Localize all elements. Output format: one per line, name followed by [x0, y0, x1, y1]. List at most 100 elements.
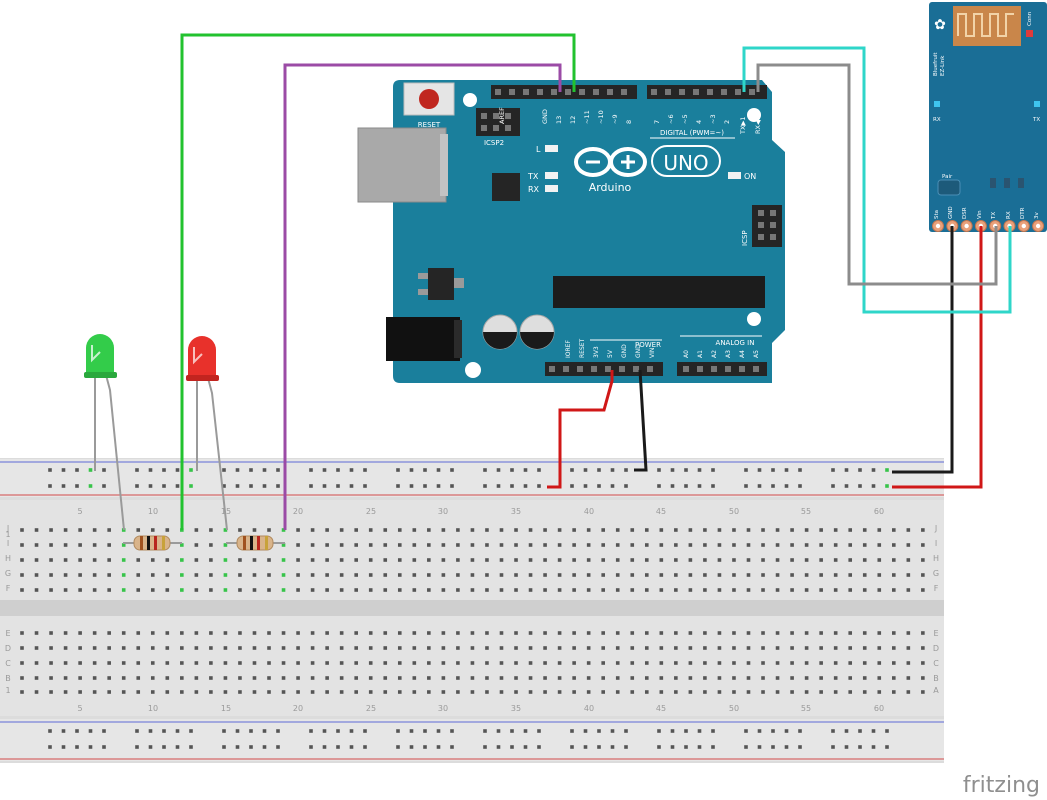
breadboard-hole: [819, 661, 823, 665]
breadboard-hole: [528, 646, 533, 650]
power-rail-hole: [102, 729, 106, 733]
rx-label-module: RX: [933, 117, 941, 123]
breadboard-hole: [514, 661, 518, 665]
power-rail-hole: [784, 729, 789, 733]
breadboard-hole: [703, 573, 707, 577]
power-rail-hole: [349, 745, 354, 749]
power-rail-hole: [309, 484, 313, 488]
power-rail-hole: [336, 745, 340, 749]
power-rail-hole: [657, 729, 661, 733]
breadboard-hole: [456, 573, 460, 577]
power-rail-hole: [757, 729, 762, 733]
regulator-tab: [454, 278, 464, 288]
pin-8-label: 8: [625, 120, 633, 124]
breadboard-hole: [78, 676, 82, 680]
breadboard-hole: [63, 588, 68, 592]
breadboard-hole: [630, 573, 635, 577]
breadboard-hole: [499, 558, 504, 562]
breadboard-hole: [528, 631, 533, 635]
tx-label-module: TX: [1032, 117, 1040, 123]
bt-pin-sta-label: Sta: [934, 210, 940, 219]
breadboard-hole: [862, 631, 867, 635]
breadboard-hole: [921, 543, 925, 547]
power-rail-hole: [409, 484, 414, 488]
power-rail-hole: [510, 468, 514, 472]
bt-pin-hole: [1021, 223, 1026, 229]
power-rail-hole: [336, 484, 340, 488]
icsp2-pin-hole: [481, 113, 487, 119]
breadboard-hole: [296, 676, 300, 680]
breadboard-hole: [281, 588, 286, 592]
power-rail-hole: [322, 468, 327, 472]
on-led: [728, 172, 741, 179]
breadboard-hole: [427, 543, 431, 547]
breadboard-hole: [92, 573, 97, 577]
breadboard-hole: [499, 690, 504, 694]
led-red-rim: [186, 375, 219, 381]
power-rail-hole: [102, 468, 106, 472]
breadboard-hole: [862, 661, 867, 665]
power-rail-hole: [423, 468, 427, 472]
breadboard-hole: [572, 558, 576, 562]
pin-11-label: ~11: [583, 110, 591, 124]
breadboard-hole: [63, 676, 68, 680]
power-rail-hole: [88, 484, 93, 488]
breadboard-hole: [528, 588, 533, 592]
led-green-anode-leg: [105, 374, 125, 531]
breadboard-hole: [892, 588, 896, 592]
breadboard-hole: [354, 646, 358, 650]
power-rail-hole: [75, 468, 79, 472]
breadboard-hole: [572, 646, 576, 650]
bb-row-i-right: I: [935, 539, 937, 548]
breadboard-hole: [557, 558, 562, 562]
power-rail-hole: [88, 729, 93, 733]
breadboard-hole: [906, 646, 911, 650]
bb-col-10-top: 10: [148, 507, 158, 516]
logo-plus-v: [626, 155, 630, 169]
bb-row-d-right: D: [933, 644, 939, 653]
breadboard-hole: [136, 646, 141, 650]
breadboard-hole: [804, 661, 809, 665]
breadboard-hole: [572, 690, 576, 694]
bb-col-15-top: 15: [221, 507, 231, 516]
power-rail-hole: [523, 468, 528, 472]
breadboard-hole: [615, 646, 620, 650]
pair-button[interactable]: [937, 179, 961, 196]
breadboard-hole: [848, 631, 853, 635]
icsp2-header: [476, 108, 520, 136]
breadboard-hole: [78, 573, 82, 577]
bb-col-45-top: 45: [656, 507, 666, 516]
breadboard-hole: [34, 676, 39, 680]
breadboard-hole: [790, 573, 794, 577]
breadboard-hole: [630, 588, 635, 592]
breadboard-hole: [107, 573, 111, 577]
resistor-2-band-1: [243, 536, 246, 550]
breadboard-hole: [688, 573, 693, 577]
wire-red-5v: [547, 370, 614, 489]
breadboard-hole: [427, 588, 431, 592]
breadboard-hole: [761, 646, 765, 650]
power-rail-hole: [148, 468, 153, 472]
usb-connector-lip: [440, 134, 448, 196]
power-rail-hole: [771, 468, 775, 472]
digital-pin-labels: AREF GND 13 12 ~11 ~10 ~9 8 7 ~6 ~5 4 ~3…: [498, 107, 762, 135]
breadboard-hole: [296, 661, 300, 665]
breadboard-hole: [92, 588, 97, 592]
breadboard-hole: [368, 558, 373, 562]
breadboard-hole: [165, 631, 170, 635]
power-rail-hole: [885, 484, 889, 488]
breadboard-hole: [121, 558, 126, 562]
breadboard-hole: [790, 646, 794, 650]
breadboard-hole: [630, 528, 635, 532]
breadboard-hole: [78, 543, 82, 547]
pin-7-label: 7: [653, 120, 661, 124]
conn-label: Conn: [1027, 11, 1033, 26]
power-rail-hole: [583, 729, 588, 733]
icsp2-pin-hole: [505, 113, 511, 119]
breadboard-hole: [325, 646, 329, 650]
breadboard-hole: [848, 646, 853, 650]
breadboard-hole: [732, 646, 736, 650]
breadboard-hole: [121, 631, 126, 635]
reset-button-cap[interactable]: [419, 89, 439, 109]
power-rail-hole: [135, 729, 139, 733]
